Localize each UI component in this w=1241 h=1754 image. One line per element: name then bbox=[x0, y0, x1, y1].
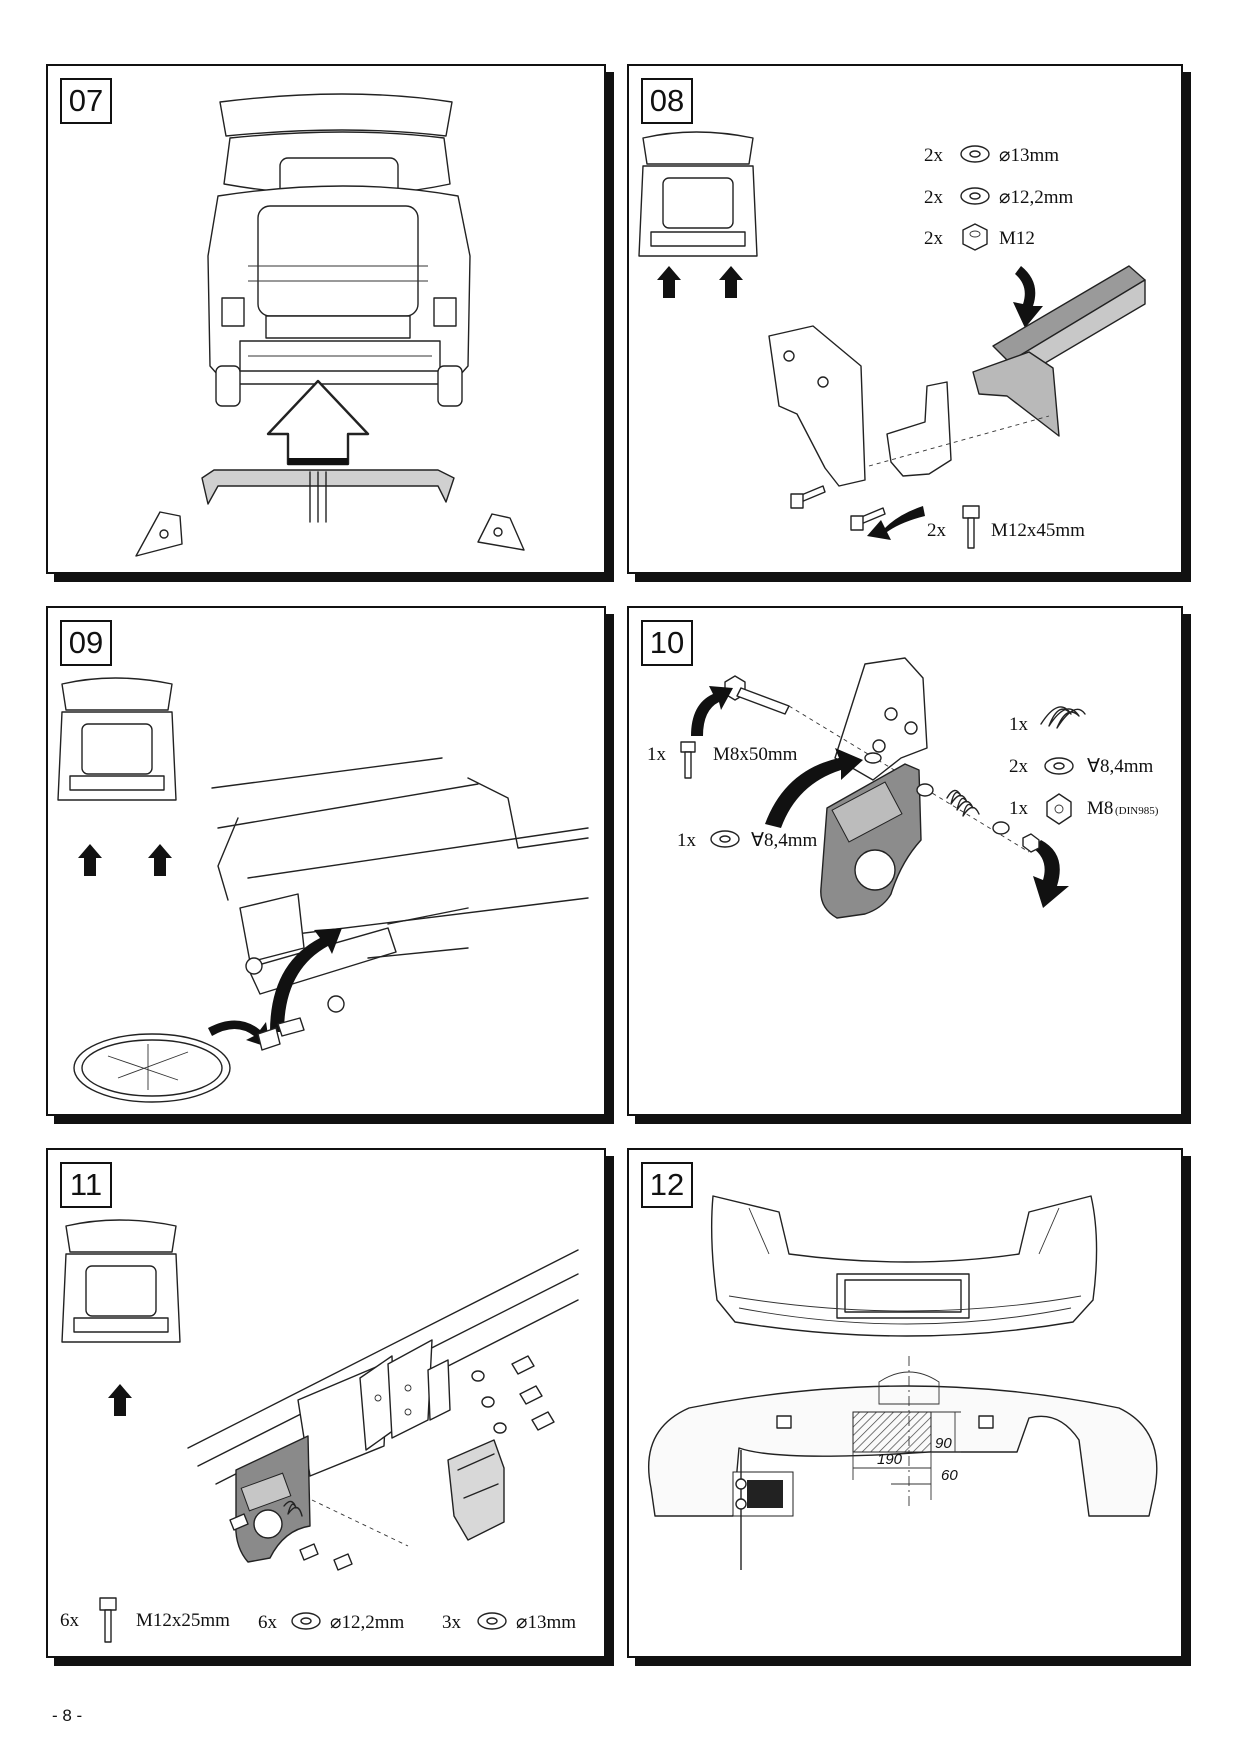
spring-icon bbox=[1040, 706, 1086, 729]
part-spec: M12 bbox=[999, 228, 1035, 249]
curved-arrow-icon bbox=[1033, 840, 1069, 908]
step-11-panel: 11 6x M12x25mm 6x bbox=[46, 1148, 606, 1658]
part-qty: 2x bbox=[1009, 756, 1029, 777]
part-spec: ⌀12,2mm bbox=[999, 187, 1073, 208]
step-number: 11 bbox=[60, 1162, 112, 1208]
up-arrow-icon bbox=[719, 266, 743, 298]
curved-arrow-icon bbox=[208, 1020, 270, 1048]
part-spec: ⌀12,2mm bbox=[330, 1612, 404, 1633]
part-spec: M8x50mm bbox=[713, 744, 798, 765]
part-qty: 1x bbox=[1009, 714, 1029, 735]
part-spec: M12x45mm bbox=[991, 520, 1085, 541]
part-spec: ∀8,4mm bbox=[1087, 756, 1154, 777]
washer-icon bbox=[477, 1612, 507, 1630]
curved-arrow-icon bbox=[270, 928, 342, 1032]
step-08-panel: 08 2x ⌀13mm 2x ⌀12,2mm 2x M12 bbox=[627, 64, 1183, 574]
part-qty: 1x bbox=[1009, 798, 1029, 819]
car-thumbnail bbox=[57, 677, 177, 801]
step-09-panel: 09 bbox=[46, 606, 606, 1116]
step-number: 12 bbox=[641, 1162, 693, 1208]
spring-washer-icon bbox=[960, 187, 990, 205]
step-11-illustration: 6x M12x25mm 6x ⌀12,2mm 3x ⌀13mm bbox=[60, 1219, 579, 1643]
washer-icon bbox=[960, 145, 990, 163]
part-qty: 6x bbox=[60, 1610, 80, 1631]
car-thumbnail bbox=[638, 131, 758, 257]
up-arrow-icon bbox=[148, 844, 172, 876]
dimension-label: 60 bbox=[941, 1467, 958, 1484]
bolt-icon bbox=[724, 675, 790, 715]
dimension-label: 190 bbox=[877, 1451, 903, 1468]
bolt-icon bbox=[962, 505, 980, 549]
car-thumbnail bbox=[61, 1219, 181, 1343]
step-number: 09 bbox=[60, 620, 112, 666]
part-spec: ∀8,4mm bbox=[751, 830, 818, 851]
bolt-icon bbox=[99, 1597, 117, 1643]
socket-detail-icon bbox=[732, 1450, 794, 1570]
step-08-illustration: 2x ⌀13mm 2x ⌀12,2mm 2x M12 2x M12x45mm bbox=[638, 131, 1146, 549]
up-arrow-icon bbox=[108, 1384, 132, 1416]
part-qty: 3x bbox=[442, 1612, 462, 1633]
part-qty: 2x bbox=[924, 145, 944, 166]
bolt-icon bbox=[790, 485, 826, 509]
dimension-label: 90 bbox=[935, 1435, 952, 1452]
curved-arrow-icon bbox=[765, 748, 863, 828]
bolt-icon bbox=[257, 1017, 305, 1051]
step-number: 08 bbox=[641, 78, 693, 124]
car-rear-illustration bbox=[135, 93, 525, 557]
bolt-icon bbox=[680, 741, 696, 779]
bolt-icon bbox=[850, 507, 886, 531]
nut-icon bbox=[962, 223, 988, 251]
curved-arrow-icon bbox=[1013, 266, 1043, 328]
step-number: 07 bbox=[60, 78, 112, 124]
step-07-panel: 07 bbox=[46, 64, 606, 574]
step-10-panel: 10 1x 2x ∀8,4mm 1x M8 (DIN985) 1x M8x50m… bbox=[627, 606, 1183, 1116]
page-number: - 8 - bbox=[52, 1706, 83, 1725]
part-qty: 2x bbox=[927, 520, 947, 541]
nut-icon bbox=[1046, 793, 1072, 825]
step-09-illustration bbox=[57, 677, 589, 1103]
curved-arrow-icon bbox=[691, 686, 733, 736]
part-spec: ⌀13mm bbox=[999, 145, 1059, 166]
step-12-panel: 12 190 90 60 bbox=[627, 1148, 1183, 1658]
curved-arrow-icon bbox=[867, 506, 925, 540]
washer-icon bbox=[1044, 757, 1074, 775]
part-qty: 2x bbox=[924, 228, 944, 249]
part-qty: 6x bbox=[258, 1612, 278, 1633]
up-arrow-icon bbox=[657, 266, 681, 298]
spring-washer-icon bbox=[291, 1612, 321, 1630]
step-12-illustration: 190 90 60 bbox=[647, 1195, 1158, 1570]
washer-icon bbox=[710, 830, 740, 848]
part-qty: 2x bbox=[924, 187, 944, 208]
part-spec: M12x25mm bbox=[136, 1610, 230, 1631]
part-spec: ⌀13mm bbox=[516, 1612, 576, 1633]
part-qty: 1x bbox=[677, 830, 697, 851]
step-number: 10 bbox=[641, 620, 693, 666]
up-arrow-icon bbox=[78, 844, 102, 876]
step-10-illustration: 1x 2x ∀8,4mm 1x M8 (DIN985) 1x M8x50mm 1… bbox=[647, 657, 1159, 919]
part-spec-note: (DIN985) bbox=[1115, 805, 1159, 817]
part-spec: M8 bbox=[1087, 798, 1113, 819]
part-qty: 1x bbox=[647, 744, 667, 765]
